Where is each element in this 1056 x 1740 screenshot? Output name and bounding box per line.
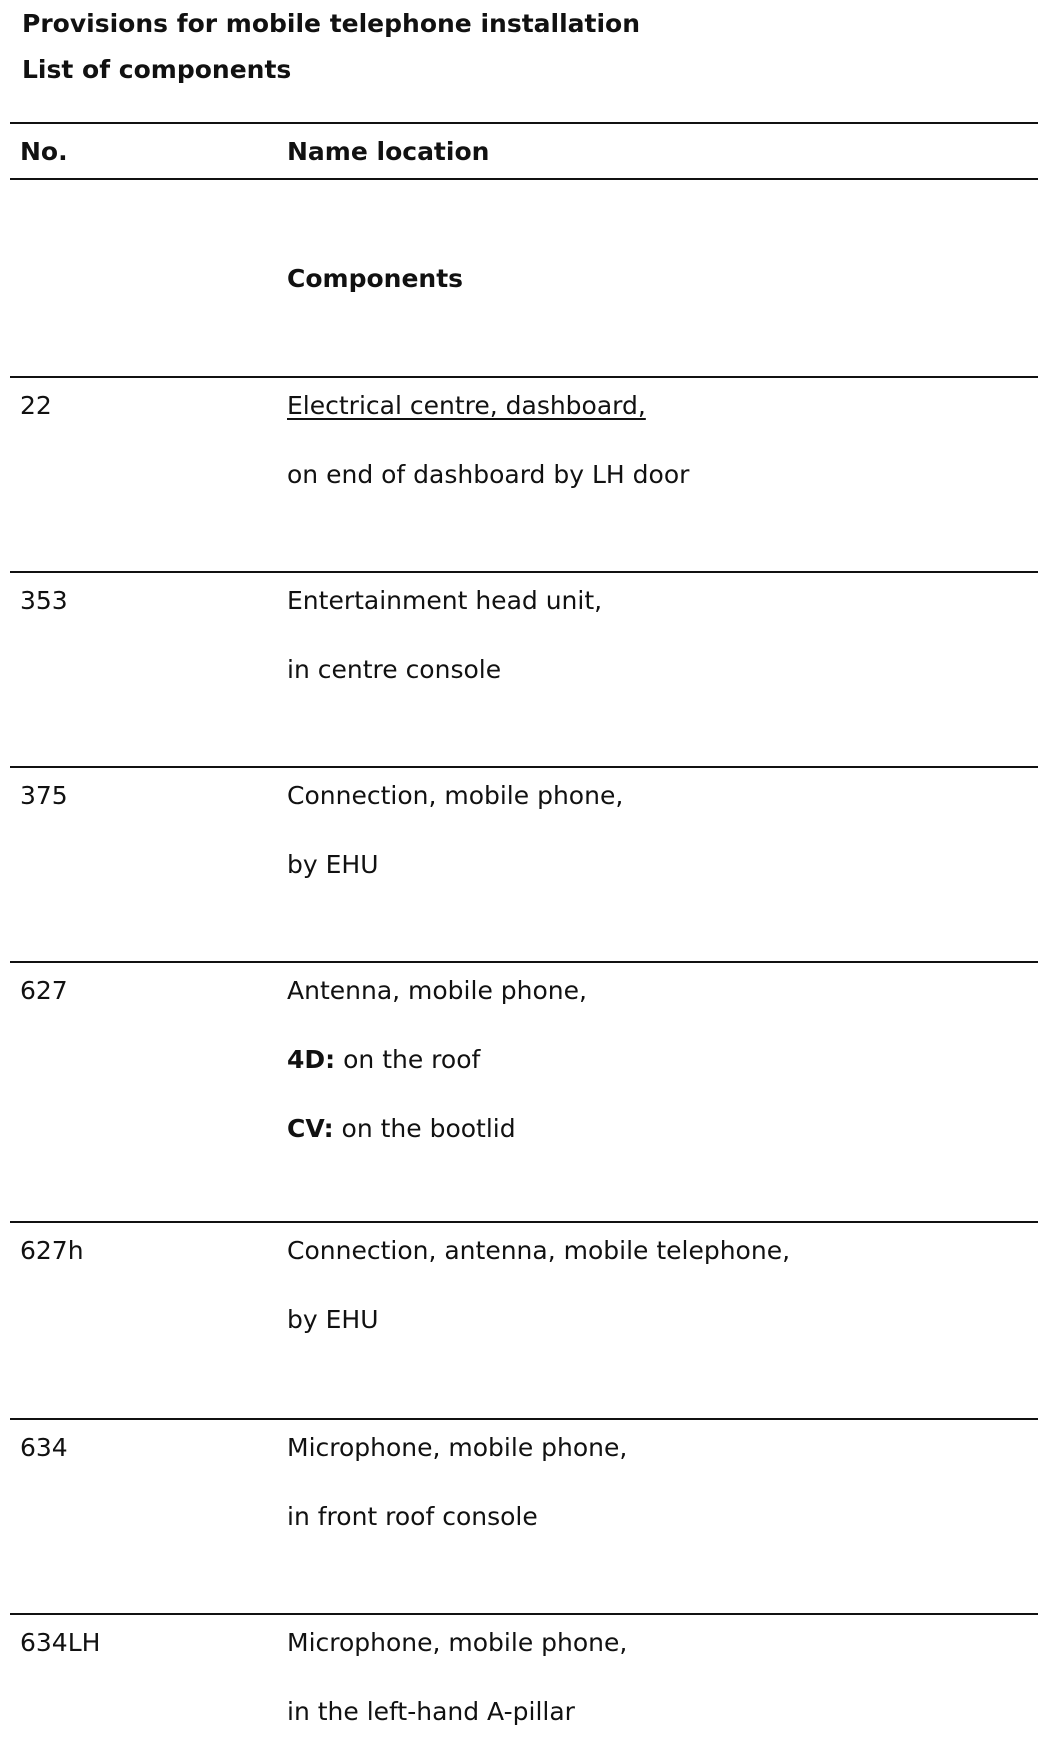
row-number: 627h — [20, 1236, 84, 1265]
row-name: Antenna, mobile phone, — [287, 976, 587, 1005]
column-header-no: No. — [20, 137, 68, 166]
row-divider — [10, 961, 1038, 963]
row-number: 634 — [20, 1433, 68, 1462]
document-subtitle: List of components — [22, 55, 292, 84]
variant-label: 4D: — [287, 1045, 336, 1074]
row-number: 353 — [20, 586, 68, 615]
row-variant-4d: 4D: on the roof — [287, 1044, 480, 1076]
row-name: Microphone, mobile phone, — [287, 1433, 628, 1462]
row-name: Entertainment head unit, — [287, 586, 603, 615]
row-name: Connection, mobile phone, — [287, 781, 624, 810]
row-name: Microphone, mobile phone, — [287, 1628, 628, 1657]
document-title: Provisions for mobile telephone installa… — [22, 9, 641, 38]
row-number: 22 — [20, 391, 52, 420]
table-header-rule — [10, 178, 1038, 180]
row-variant-cv: CV: on the bootlid — [287, 1113, 516, 1145]
row-divider — [10, 1613, 1038, 1615]
row-divider — [10, 766, 1038, 768]
row-location: by EHU — [287, 1305, 379, 1334]
row-number: 375 — [20, 781, 68, 810]
variant-label: CV: — [287, 1114, 334, 1143]
row-location: on end of dashboard by LH door — [287, 460, 690, 489]
row-divider — [10, 1418, 1038, 1420]
variant-text: on the bootlid — [333, 1114, 516, 1143]
section-heading-components: Components — [287, 264, 464, 293]
row-location: in centre console — [287, 655, 502, 684]
row-name: Connection, antenna, mobile telephone, — [287, 1236, 791, 1265]
row-location: in front roof console — [287, 1502, 538, 1531]
variant-text: on the roof — [335, 1045, 481, 1074]
row-location: in the left-hand A-pillar — [287, 1697, 575, 1726]
row-name-link[interactable]: Electrical centre, dashboard, — [287, 391, 646, 420]
row-number: 634LH — [20, 1628, 101, 1657]
table-top-rule — [10, 122, 1038, 124]
row-location: by EHU — [287, 850, 379, 879]
row-divider — [10, 376, 1038, 378]
row-divider — [10, 571, 1038, 573]
column-header-name-location: Name location — [287, 137, 490, 166]
row-number: 627 — [20, 976, 68, 1005]
row-divider — [10, 1221, 1038, 1223]
